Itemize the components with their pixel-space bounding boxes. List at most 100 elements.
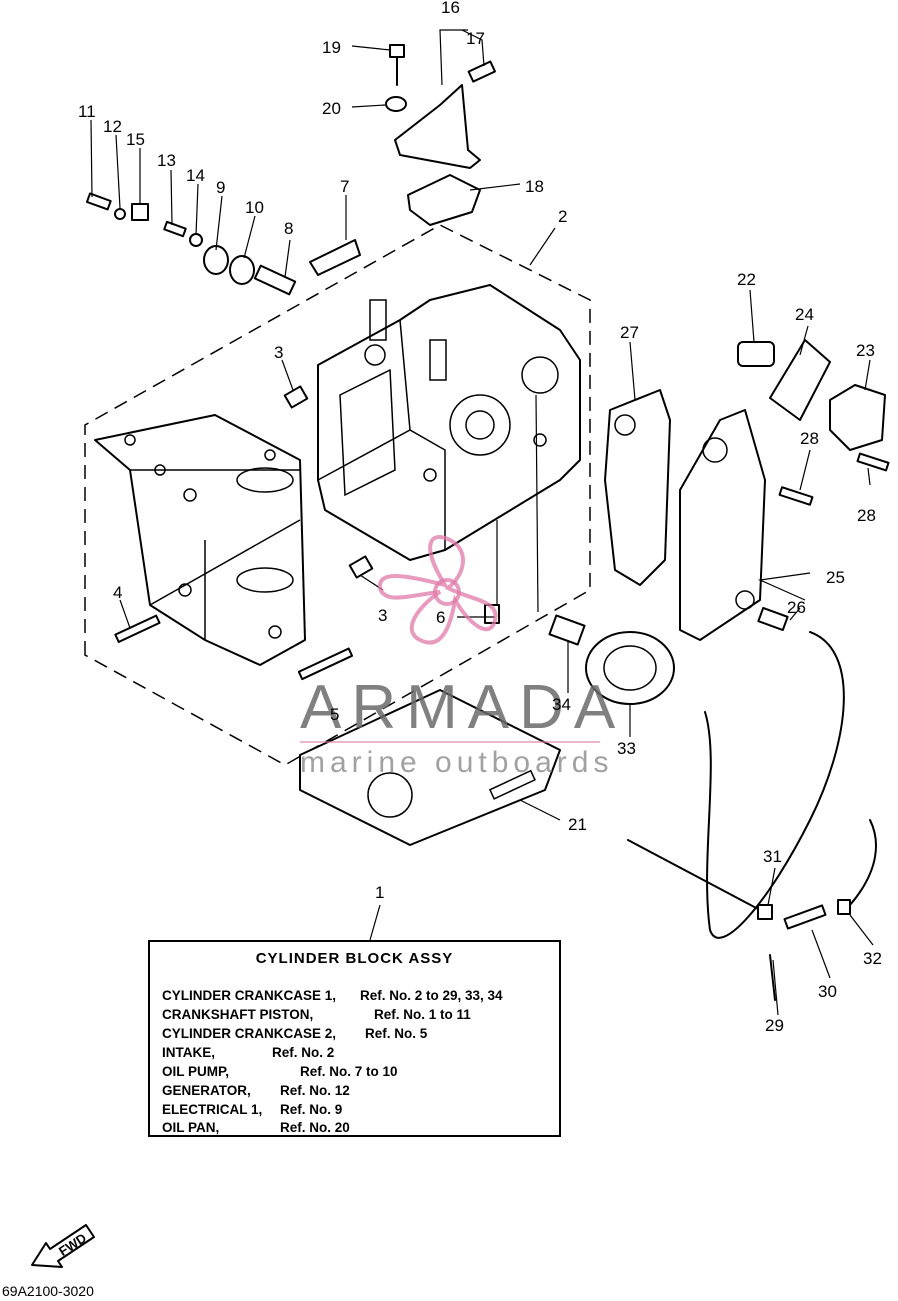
part-number-label: 28 (800, 429, 819, 448)
part-number-label: 26 (787, 598, 806, 617)
legend-row-ref: Ref. No. 2 (272, 1045, 335, 1060)
legend-row-name: CYLINDER CRANKCASE 2, (162, 1026, 337, 1041)
legend-row-ref: Ref. No. 2 to 29, 33, 34 (360, 988, 503, 1003)
part-number-label: 13 (157, 151, 176, 170)
cover-25-part (679, 409, 766, 641)
oil-filter-33-part (585, 631, 675, 705)
part-number-label: 34 (552, 695, 571, 714)
bolt-19-part (389, 44, 405, 58)
legend-row-ref: Ref. No. 9 (280, 1102, 343, 1117)
legend-row-name: GENERATOR, (162, 1083, 251, 1098)
legend-row-ref: Ref. No. 20 (280, 1120, 350, 1135)
part-number-label: 29 (765, 1016, 784, 1035)
hose-29b-part (627, 839, 776, 1001)
legend-row-name: OIL PAN, (162, 1120, 220, 1135)
crankcase-2-part (94, 414, 306, 666)
part-number-label: 16 (441, 0, 460, 17)
thermostat-cover-23-part (829, 384, 886, 451)
dowel-3-lower (348, 555, 374, 579)
part-number-label: 18 (525, 177, 544, 196)
gasket-27-part (604, 389, 671, 586)
hose-7-part (309, 239, 361, 276)
part-number-label: 28 (857, 506, 876, 525)
bolt-5-part (297, 647, 354, 681)
crankcase-1-part (317, 284, 581, 561)
assembly-boundary (84, 224, 591, 766)
part-number-label: 19 (322, 38, 341, 57)
legend-row: GENERATOR, Ref. No. 12 (162, 1083, 350, 1098)
fwd-direction-indicator: FWD (28, 1215, 100, 1280)
part-number-label: 32 (863, 949, 882, 968)
sensor-22-part (737, 341, 775, 367)
leader-lines (90, 29, 874, 1016)
washer-14-part (189, 233, 203, 247)
part-number-label: 33 (617, 739, 636, 758)
shaft-8-part (253, 264, 297, 296)
legend-row-name: CRANKSHAFT PISTON, (162, 1007, 314, 1022)
legend-row-name: OIL PUMP, (162, 1064, 230, 1079)
sensor-9-part (203, 245, 229, 275)
bolt-11-part (85, 192, 112, 211)
parts-legend-box: CYLINDER BLOCK ASSY CYLINDER CRANKCASE 1… (148, 940, 561, 1137)
part-number-label: 3 (378, 606, 387, 625)
part-number-label: 23 (856, 341, 875, 360)
part-number-label: 6 (436, 608, 445, 627)
part-number-label: 27 (620, 323, 639, 342)
legend-row-name: ELECTRICAL 1, (162, 1102, 263, 1117)
washer-12-part (114, 208, 126, 220)
part-number-label: 11 (78, 102, 96, 121)
part-number-label: 5 (330, 705, 339, 724)
nipple-34-part (548, 614, 586, 646)
part-number-label: 10 (245, 198, 264, 217)
part-number-label: 3 (274, 343, 283, 362)
gasket-21-part (299, 689, 561, 846)
bolt-13-part (163, 220, 187, 238)
part-number-label: 31 (763, 847, 782, 866)
fitting-17-part (467, 60, 496, 83)
part-number-label: 24 (795, 305, 814, 324)
housing-16-part (394, 84, 481, 169)
part-number-labels: 1 2 3 3 4 5 6 7 8 9 10 11 12 13 14 15 16… (78, 0, 882, 1035)
fitting-26-part (757, 606, 789, 632)
legend-row: INTAKE, Ref. No. 2 (162, 1045, 334, 1060)
seal-10-part (229, 255, 255, 285)
part-number-label: 2 (558, 207, 567, 226)
fwd-arrow-icon: FWD (31, 1224, 95, 1268)
part-number-label: 14 (186, 166, 205, 185)
washer-20-part (385, 96, 407, 112)
hose-29-part (704, 631, 845, 939)
gasket-24-part (769, 339, 831, 421)
legend-title: CYLINDER BLOCK ASSY (255, 950, 454, 967)
legend-row: ELECTRICAL 1, Ref. No. 9 (162, 1102, 342, 1117)
part-number-label: 4 (113, 583, 122, 602)
watermark-tagline: marine outboards (300, 746, 613, 779)
part-number-label: 12 (103, 117, 122, 136)
clip-32-part (837, 899, 851, 915)
bolt-28-lower (778, 486, 814, 506)
gasket-18-part (407, 174, 481, 226)
legend-row: OIL PAN, Ref. No. 20 (162, 1120, 350, 1135)
bolt-4-part (114, 614, 161, 643)
part-number-label: 8 (284, 219, 293, 238)
part-number-label: 25 (826, 568, 845, 587)
legend-row-ref: Ref. No. 5 (365, 1026, 428, 1041)
legend-row: CYLINDER CRANKCASE 2, Ref. No. 5 (162, 1026, 427, 1041)
watermark-brand: ARMADA (300, 673, 625, 742)
drawing-code: 69A2100-3020 (2, 1283, 94, 1299)
part-number-label: 15 (126, 130, 145, 149)
legend-row: CYLINDER CRANKCASE 1, Ref. No. 2 to 29, … (162, 988, 503, 1003)
fitting-30-part (783, 904, 827, 930)
part-number-label: 22 (737, 270, 756, 289)
part-number-label: 30 (818, 982, 837, 1001)
dowel-3-upper (283, 385, 309, 409)
legend-row: OIL PUMP, Ref. No. 7 to 10 (162, 1064, 398, 1079)
legend-row-ref: Ref. No. 12 (280, 1083, 350, 1098)
armada-watermark: ARMADA marine outboards (300, 535, 625, 779)
part-number-label: 17 (466, 29, 485, 48)
part-number-label: 7 (340, 177, 349, 196)
clip-31-part (757, 904, 773, 920)
legend-row: CRANKSHAFT PISTON, Ref. No. 1 to 11 (162, 1007, 471, 1022)
bolt-28-upper (856, 452, 890, 472)
legend-row-ref: Ref. No. 7 to 10 (300, 1064, 398, 1079)
